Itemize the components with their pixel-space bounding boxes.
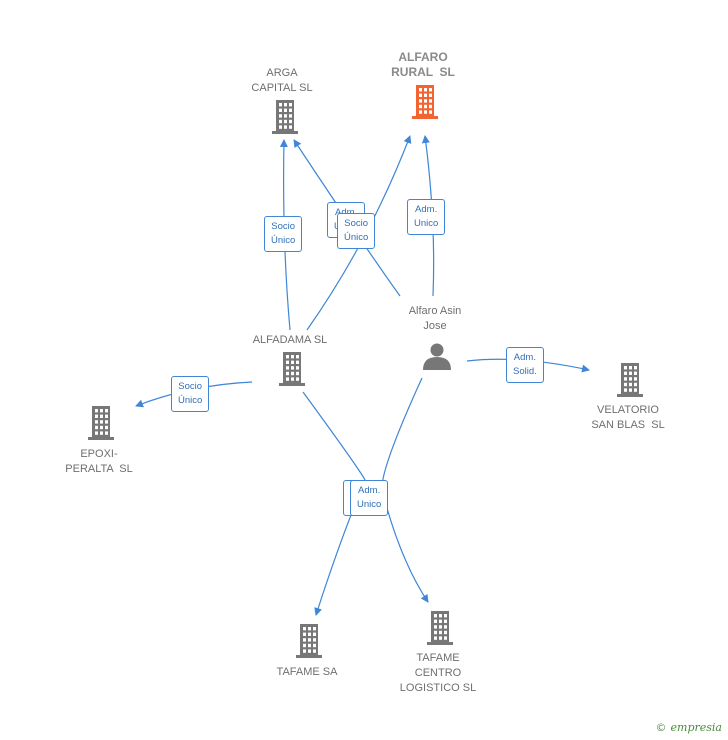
edge-label-line: Socio	[178, 381, 203, 392]
node-label-line: CENTRO	[414, 667, 462, 679]
node-label-line: Alfaro Asin	[408, 305, 462, 317]
edge-label-line: Unico	[414, 218, 439, 229]
node-label-tafame_cl[interactable]: TAFAME CENTRO LOGISTICO SL	[400, 651, 476, 696]
edge-label-line: Adm.	[358, 485, 381, 496]
edge-label-line: Solid.	[513, 366, 537, 377]
edge-label-line: Adm.	[334, 206, 358, 220]
person-icon[interactable]	[423, 343, 451, 371]
building-icon[interactable]	[427, 611, 453, 645]
edge-label-person-to-velatorio[interactable]: Adm. Solid.	[506, 347, 544, 383]
node-label-velatorio[interactable]: VELATORIO SAN BLAS SL	[591, 403, 664, 433]
building-icon[interactable]	[272, 100, 298, 134]
building-icon[interactable]	[279, 352, 305, 386]
node-label-line: ALFARO	[398, 50, 448, 64]
building-icon[interactable]	[296, 624, 322, 658]
edge-person-to-tafame_cl	[381, 377, 429, 603]
icons-layer	[88, 85, 643, 658]
node-label-tafame[interactable]: TAFAME SA	[277, 665, 338, 680]
node-label-line: ARGA	[266, 67, 298, 79]
edge-label-person-to-alfaro[interactable]: Adm. Unico	[407, 199, 446, 235]
edge-label-line: Adm.	[513, 352, 536, 363]
node-label-line: TAFAME SA	[276, 666, 338, 678]
node-label-line: LOGISTICO SL	[399, 682, 477, 694]
node-label-line: TAFAME	[416, 652, 460, 664]
node-label-line: RURAL SL	[391, 65, 455, 79]
node-label-line: ALFADAMA SL	[252, 334, 328, 346]
brand-logo: ©empresia	[656, 721, 722, 734]
building-icon[interactable]	[412, 85, 438, 119]
edge-label-line: Socio	[271, 221, 296, 232]
copyright-icon: ©	[655, 721, 667, 734]
node-label-line: SAN BLAS SL	[591, 419, 665, 431]
node-label-line: EPOXI-	[80, 448, 118, 460]
node-label-line: PERALTA SL	[65, 463, 133, 475]
edge-label-line: Único	[344, 232, 369, 243]
node-label-epoxi[interactable]: EPOXI- PERALTA SL	[65, 447, 132, 477]
edge-label-line: Único	[271, 235, 296, 246]
building-icon[interactable]	[617, 363, 643, 397]
edge-label-line: Único	[178, 395, 203, 406]
brand-name: empresia	[670, 721, 722, 734]
edge-label-line: Unico	[357, 499, 382, 510]
edge-label-line: Adm.	[415, 204, 438, 215]
edge-label-person-to-tafame_cl[interactable]: Adm. Unico	[350, 480, 389, 516]
node-label-arga[interactable]: ARGA CAPITAL SL	[251, 66, 312, 96]
node-label-line: Jose	[423, 320, 447, 332]
building-icon[interactable]	[88, 406, 114, 440]
node-label-alfadama[interactable]: ALFADAMA SL	[253, 333, 328, 348]
node-label-line: VELATORIO	[597, 404, 659, 416]
edge-label-line: Socio	[344, 218, 369, 229]
node-label-line: CAPITAL SL	[251, 82, 313, 94]
